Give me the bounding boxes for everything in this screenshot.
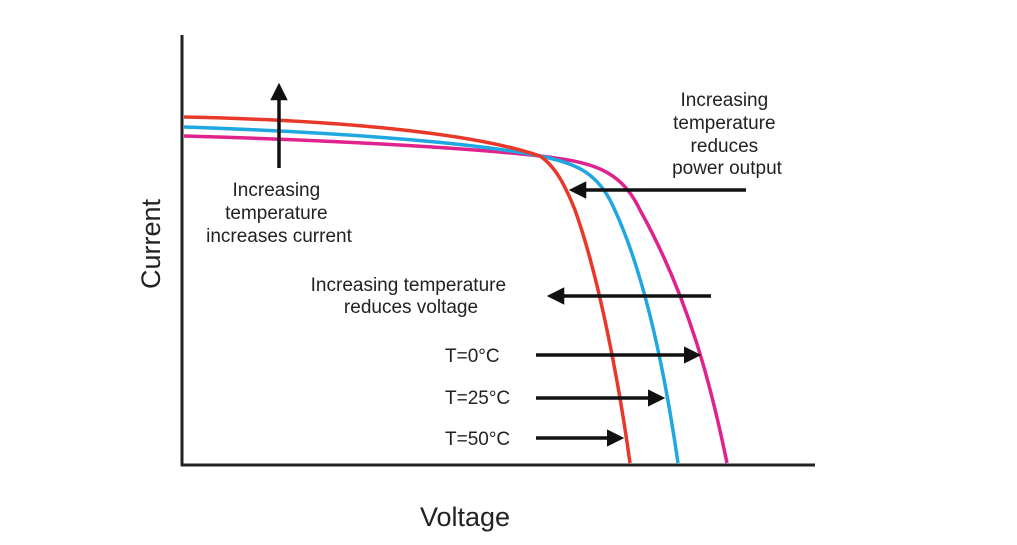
series-label-t50: T=50°C bbox=[445, 429, 510, 450]
voltage-annotation-line: Increasing temperature bbox=[311, 275, 506, 296]
voltage-annotation-line: reduces voltage bbox=[344, 297, 478, 318]
series-line-t25 bbox=[183, 125, 680, 464]
current-annotation-line: increases current bbox=[206, 226, 352, 247]
voltage-annotation: Increasing temperature reduces voltage bbox=[311, 275, 512, 318]
power-annotation-line: power output bbox=[672, 158, 783, 179]
power-annotation-line: temperature bbox=[673, 113, 775, 134]
power-annotation-line: reduces bbox=[691, 136, 759, 157]
power-annotation-line: Increasing bbox=[681, 90, 769, 111]
current-annotation-line: Increasing bbox=[233, 180, 321, 201]
current-annotation-line: temperature bbox=[225, 203, 327, 224]
x-axis-label: Voltage bbox=[420, 502, 510, 532]
current-annotation: Increasing temperature increases current bbox=[206, 180, 352, 247]
series-line-t50 bbox=[183, 115, 632, 464]
series-label-t25: T=25°C bbox=[445, 388, 510, 409]
y-axis-label: Current bbox=[136, 198, 166, 289]
series-label-t0: T=0°C bbox=[445, 346, 500, 367]
power-annotation: Increasing temperature reduces power out… bbox=[672, 90, 783, 179]
